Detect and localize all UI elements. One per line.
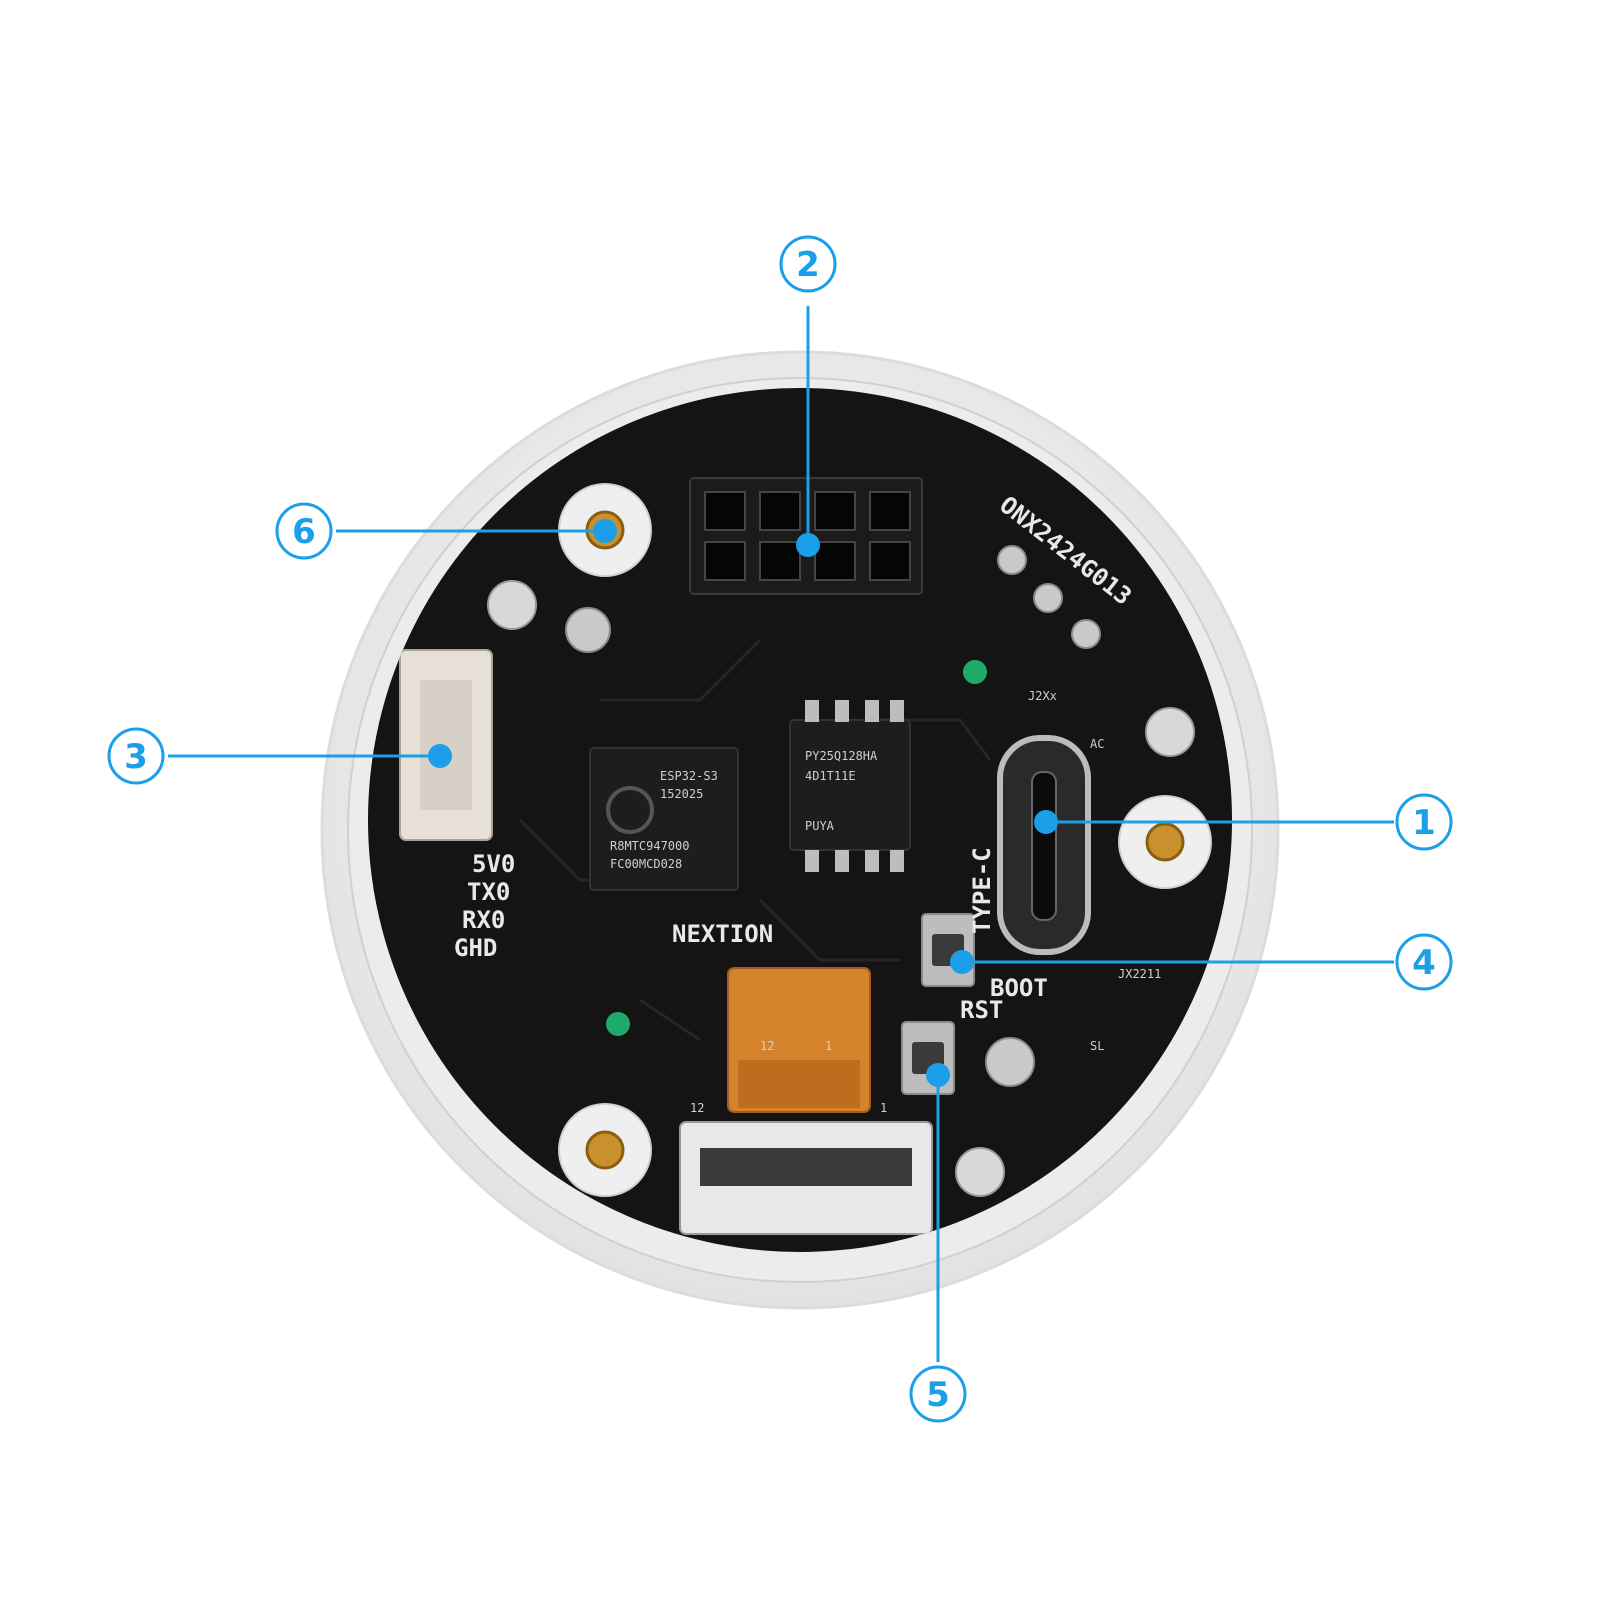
test-pad [985, 1037, 1035, 1087]
fpc-pin-high-label: 12 [760, 1039, 774, 1053]
test-pad [1033, 583, 1063, 613]
callout-number: 4 [1412, 943, 1436, 983]
callout-number: 2 [796, 245, 820, 285]
status-led [963, 660, 987, 684]
pin-label-tx0: TX0 [467, 878, 510, 906]
screw [487, 580, 537, 630]
callout-dot-5 [926, 1063, 950, 1087]
callout-dot-2 [796, 533, 820, 557]
callout-2: 2 [779, 235, 837, 293]
mounting-boss [558, 1103, 652, 1197]
callout-4: 4 [1395, 933, 1453, 991]
mcu-text-line: FC00MCD028 [610, 857, 682, 871]
flash-text-line: PY25Q128HA [805, 749, 878, 763]
mcu-chip: ESP32-S3 152025 R8MTC947000 FC00MCD028 [589, 747, 739, 891]
boot-label: BOOT [990, 974, 1048, 1002]
mcu-text-line: 152025 [660, 787, 703, 801]
callout-6: 6 [275, 502, 333, 560]
connector-pin-high-label: 12 [690, 1101, 704, 1115]
chip-small-label: J2Xx [1028, 689, 1057, 703]
port-label: TYPE-C [968, 847, 996, 934]
chip-small-label: SL [1090, 1039, 1104, 1053]
mounting-boss [1118, 795, 1212, 889]
screw [955, 1147, 1005, 1197]
test-pad [565, 607, 611, 653]
screw [1145, 707, 1195, 757]
fpc-connector: 12 1 [679, 1101, 933, 1235]
callout-5: 5 [909, 1365, 967, 1423]
callout-dot-4 [950, 950, 974, 974]
pin-label-5v0: 5V0 [472, 850, 515, 878]
connector-pin-low-label: 1 [880, 1101, 887, 1115]
mcu-text-line: ESP32-S3 [660, 769, 718, 783]
brand-label: NEXTION [672, 920, 773, 948]
chip-small-label: AC [1090, 737, 1104, 751]
pin-label-ghd: GHD [454, 934, 497, 962]
callout-lines [168, 306, 1394, 1362]
callout-number: 6 [292, 512, 316, 552]
boot-button [921, 913, 975, 987]
callout-dot-3 [428, 744, 452, 768]
pcb: ESP32-S3 152025 R8MTC947000 FC00MCD028 P… [368, 388, 1232, 1252]
rst-label: RST [960, 996, 1003, 1024]
mcu-text-line: R8MTC947000 [610, 839, 689, 853]
callouts: 1 2 3 4 5 6 [107, 235, 1453, 1423]
callout-dot-6 [593, 519, 617, 543]
callout-3: 3 [107, 727, 165, 785]
uart-connector [399, 649, 493, 841]
callout-1: 1 [1395, 793, 1453, 851]
chip-small-label: JX2211 [1118, 967, 1161, 981]
flash-text-line: 4D1T11E [805, 769, 856, 783]
test-pad [1071, 619, 1101, 649]
fpc-ribbon: 12 1 [727, 967, 871, 1113]
usb-type-c-port [997, 735, 1091, 955]
test-pad [997, 545, 1027, 575]
pin-label-rx0: RX0 [462, 906, 505, 934]
callout-number: 5 [926, 1375, 950, 1415]
fpc-pin-low-label: 1 [825, 1039, 832, 1053]
flash-text-line: PUYA [805, 819, 835, 833]
callout-dots [428, 519, 1058, 1087]
status-led [606, 1012, 630, 1036]
flash-chip: PY25Q128HA 4D1T11E PUYA [789, 700, 911, 872]
callout-number: 1 [1412, 803, 1436, 843]
callout-dot-1 [1034, 810, 1058, 834]
callout-number: 3 [124, 737, 148, 777]
